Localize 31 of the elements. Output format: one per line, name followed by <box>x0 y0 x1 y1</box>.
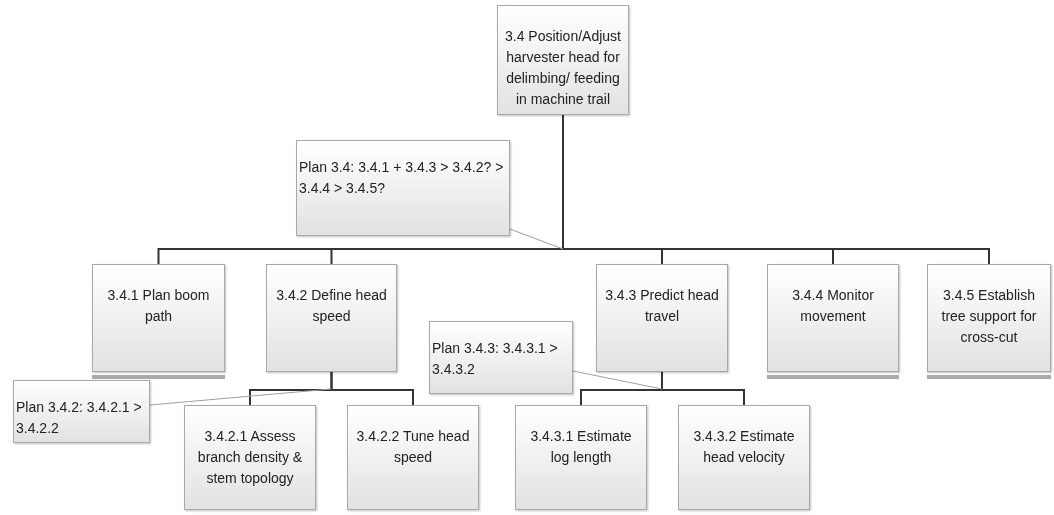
task-box <box>678 405 810 510</box>
task-label: 3.4.4 Monitor movement <box>791 286 875 326</box>
task-label: 3.4.3 Predict head travel <box>604 286 720 326</box>
task-box <box>927 264 1051 372</box>
task-box <box>596 264 728 372</box>
leader-line <box>509 228 564 250</box>
task-label: 3.4.5 Establish tree support for cross-cut <box>940 286 1038 347</box>
plan-box <box>13 380 150 443</box>
plan-box <box>429 321 573 394</box>
plan-box <box>296 140 510 236</box>
task-box <box>767 264 899 372</box>
connector-line <box>330 371 414 406</box>
task-label: 3.4 Position/Adjust harvester head for delimbing/ feeding in machine trail <box>504 27 622 109</box>
plan-text: Plan 3.4.3: 3.4.3.1 > 3.4.3.2 <box>432 339 559 379</box>
connector-line <box>661 371 745 406</box>
plan-text: Plan 3.4: 3.4.1 + 3.4.3 > 3.4.2? > 3.4.4 > 3.4.5? <box>299 158 505 198</box>
plan-text: Plan 3.4.2: 3.4.2.1 > 3.4.2.2 <box>16 398 143 438</box>
task-label: 3.4.1 Plan boom path <box>106 286 211 326</box>
task-box <box>266 264 397 372</box>
task-label: 3.4.3.1 Estimate log length <box>529 427 633 467</box>
task-label: 3.4.3.2 Estimate head velocity <box>692 427 796 467</box>
task-box <box>515 405 647 510</box>
task-label: 3.4.2.2 Tune head speed <box>355 427 471 467</box>
task-label: 3.4.2.1 Assess branch density & stem topology <box>196 427 304 488</box>
task-label: 3.4.2 Define head speed <box>275 286 388 326</box>
task-box <box>347 405 479 510</box>
leader-line <box>572 370 663 390</box>
task-box <box>92 264 225 372</box>
leader-line <box>149 388 332 406</box>
task-box <box>184 405 316 510</box>
task-box <box>497 5 629 115</box>
